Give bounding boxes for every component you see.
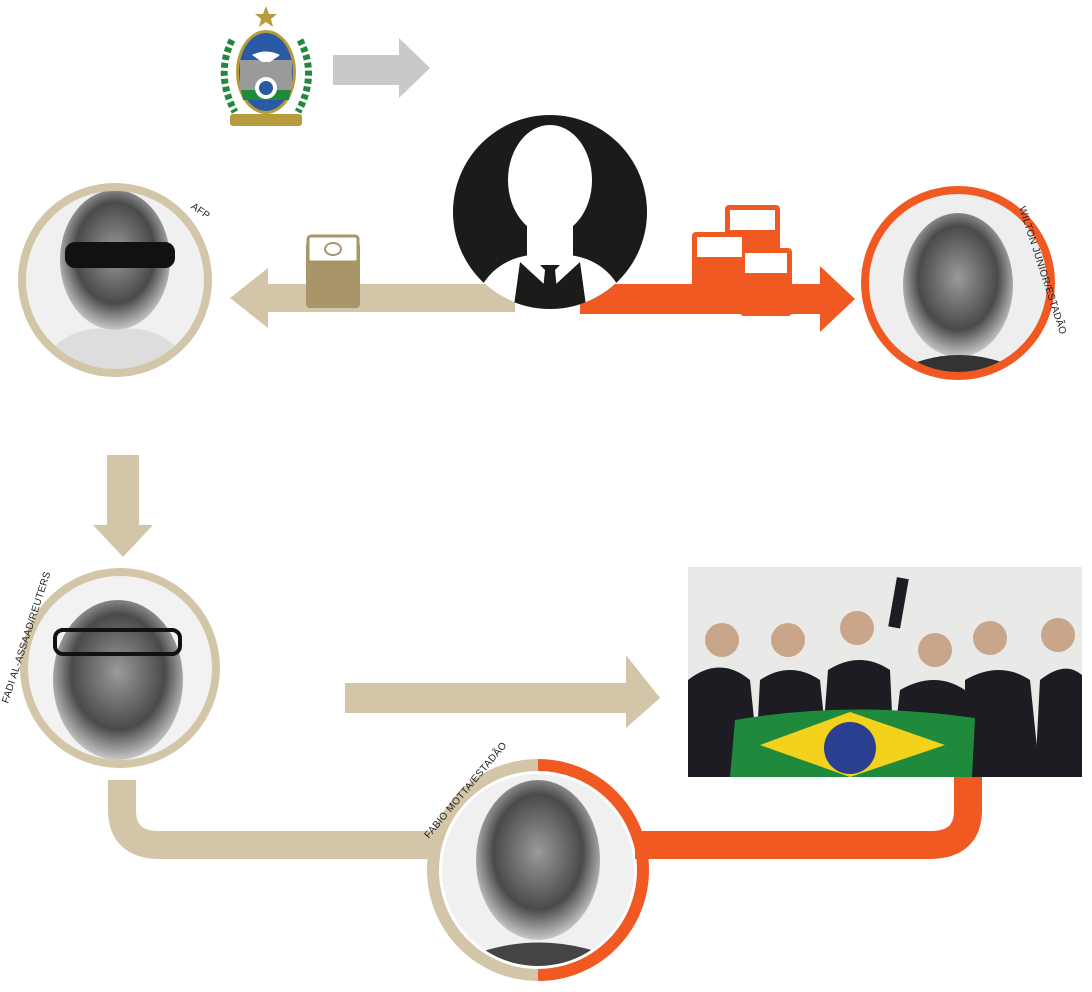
rio-state-seal-logo [220,6,312,126]
orange-connector-line [635,777,982,859]
olympic-bid-celebration-photo [688,567,1082,777]
money-stacks-icon [692,205,792,316]
portrait-bottom-center [427,759,649,981]
gray-arrow-right [333,38,430,98]
portrait-top-left [18,183,212,377]
portrait-bottom-left [20,568,220,768]
tan-arrow-left [230,268,515,328]
tan-arrow-down [93,455,153,557]
money-stack-icon [306,234,360,308]
portrait-top-right [861,186,1055,380]
tan-arrow-right [345,655,660,728]
tan-connector-line [108,780,440,859]
